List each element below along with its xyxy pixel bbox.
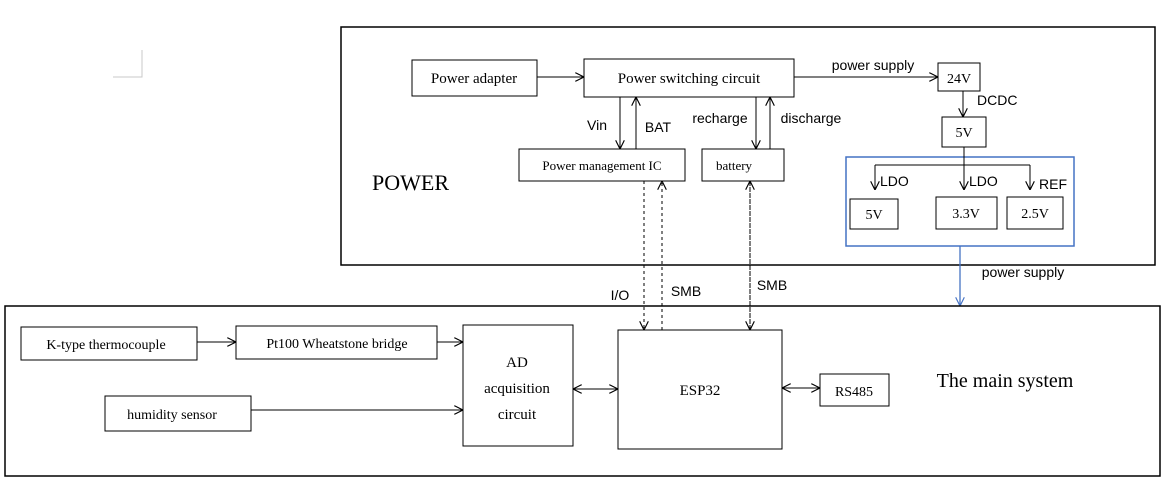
humidity-sensor-label: humidity sensor [127, 408, 217, 423]
corner-mark [113, 50, 143, 78]
power-management-ic-label: Power management IC [542, 158, 661, 173]
out-25v-box [1006, 196, 1064, 230]
out-33v-box [935, 196, 998, 230]
esp32-box [617, 329, 783, 450]
ad-line1: AD [506, 355, 528, 371]
battery-label: battery [716, 158, 753, 173]
esp32-label: ESP32 [680, 383, 721, 399]
ad-line2: acquisition [484, 381, 550, 397]
out-25v-label: 2.5V [1021, 207, 1049, 222]
main-system-frame [4, 305, 1161, 477]
ref-label: REF [1039, 176, 1067, 192]
rs485-label: RS485 [835, 385, 873, 400]
smb-label-2: SMB [757, 277, 787, 293]
power-switching-circuit-box [583, 58, 795, 98]
humidity-sensor-box [104, 395, 252, 432]
v5-mid-label: 5V [955, 126, 972, 141]
recharge-label: recharge [692, 110, 747, 126]
out-33v-label: 3.3V [952, 207, 980, 222]
power-adapter-label: Power adapter [431, 71, 517, 87]
power-section-title: POWER [372, 170, 449, 195]
io-label: I/O [611, 287, 630, 303]
power-supply-label-bottom: power supply [982, 264, 1065, 280]
smb-label-1: SMB [671, 283, 701, 299]
ad-line3: circuit [498, 407, 537, 423]
v24-box [937, 62, 981, 92]
main-system-title: The main system [937, 370, 1074, 392]
bridge-box [235, 325, 438, 360]
power-section-frame [340, 26, 1156, 266]
discharge-label: discharge [781, 110, 842, 126]
vin-label: Vin [587, 117, 607, 133]
thermocouple-label: K-type thermocouple [46, 338, 165, 353]
rs485-box [819, 373, 890, 407]
v24-label: 24V [947, 72, 971, 87]
out-5v-label: 5V [865, 208, 882, 223]
battery-box [701, 148, 785, 182]
ldo2-label: LDO [969, 173, 998, 189]
power-supply-label-top: power supply [832, 57, 915, 73]
bridge-label: Pt100 Wheatstone bridge [266, 337, 407, 352]
ldo1-label: LDO [880, 173, 909, 189]
out-5v-box [849, 198, 899, 230]
bat-label: BAT [645, 119, 672, 135]
power-adapter-box [411, 59, 538, 97]
power-management-ic-box [518, 148, 686, 182]
ad-acquisition-box [462, 324, 574, 447]
dcdc-label: DCDC [977, 92, 1017, 108]
power-switching-circuit-label: Power switching circuit [618, 71, 761, 87]
thermocouple-box [20, 326, 198, 361]
